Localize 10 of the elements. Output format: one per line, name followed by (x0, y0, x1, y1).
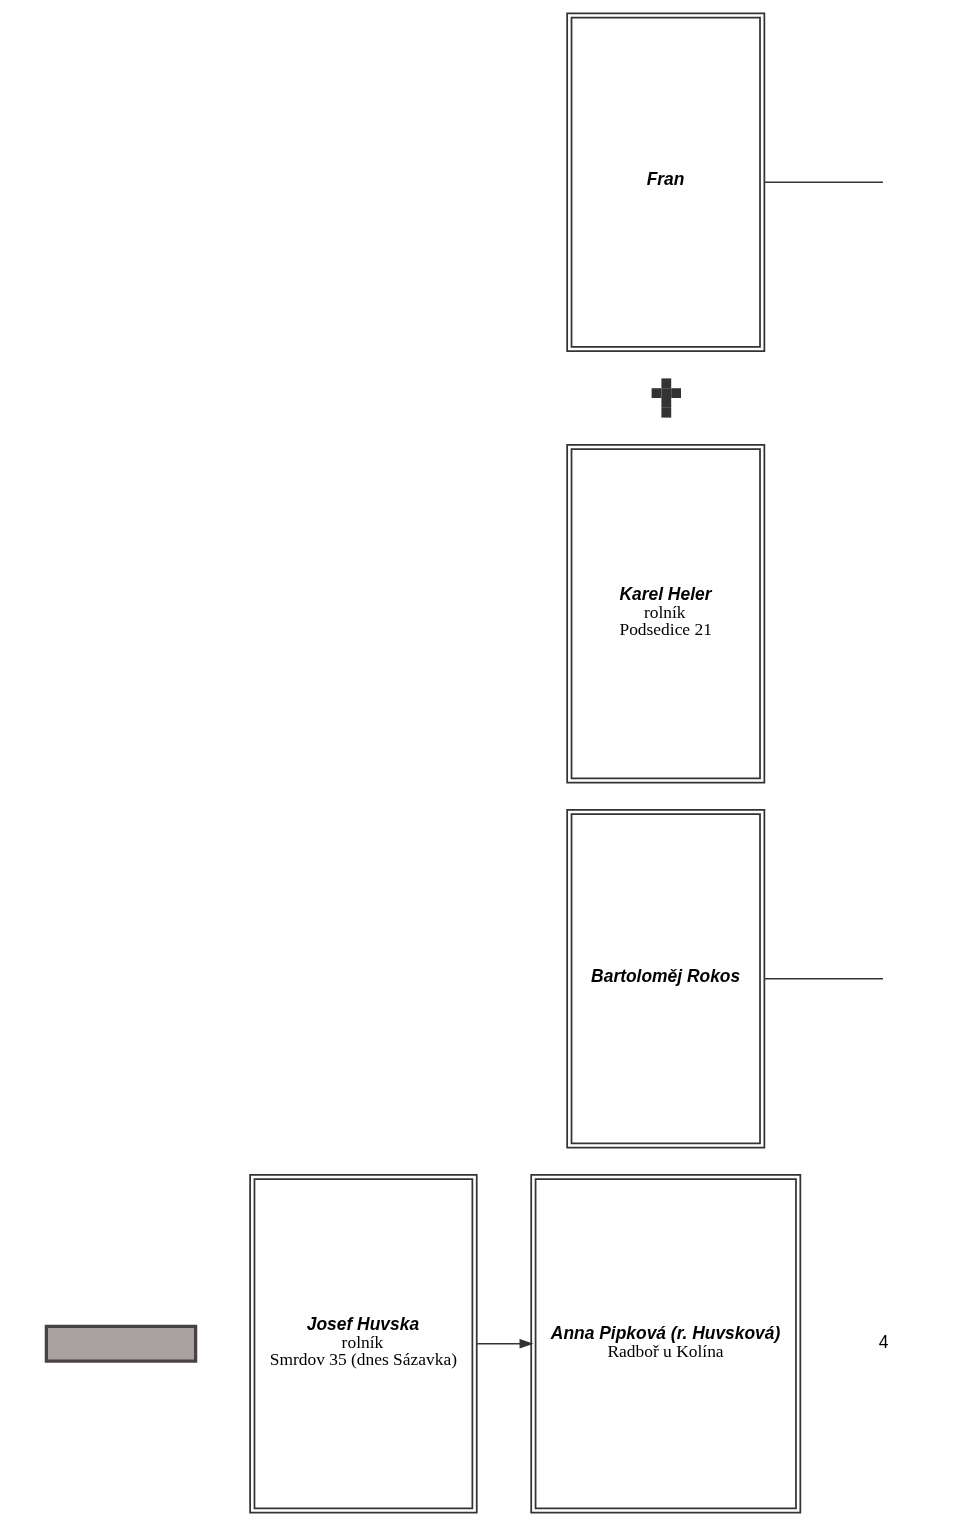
connector (763, 977, 884, 979)
node-box: Anna Pipková (r. Huvsková) Radboř u Kolína (530, 1173, 802, 1513)
arrow (476, 1338, 534, 1349)
connector (763, 181, 884, 183)
node-box (44, 1324, 198, 1363)
label: 4 (878, 1331, 889, 1352)
node-box: Bartoloměj Rokos (566, 808, 766, 1148)
node-box: Karel Heler rolník Podsedice 21 (566, 443, 766, 783)
node-box: Josef Huvska rolník Smrdov 35 (dnes Sázavka) (249, 1173, 478, 1513)
node-box: Fran (566, 12, 766, 352)
